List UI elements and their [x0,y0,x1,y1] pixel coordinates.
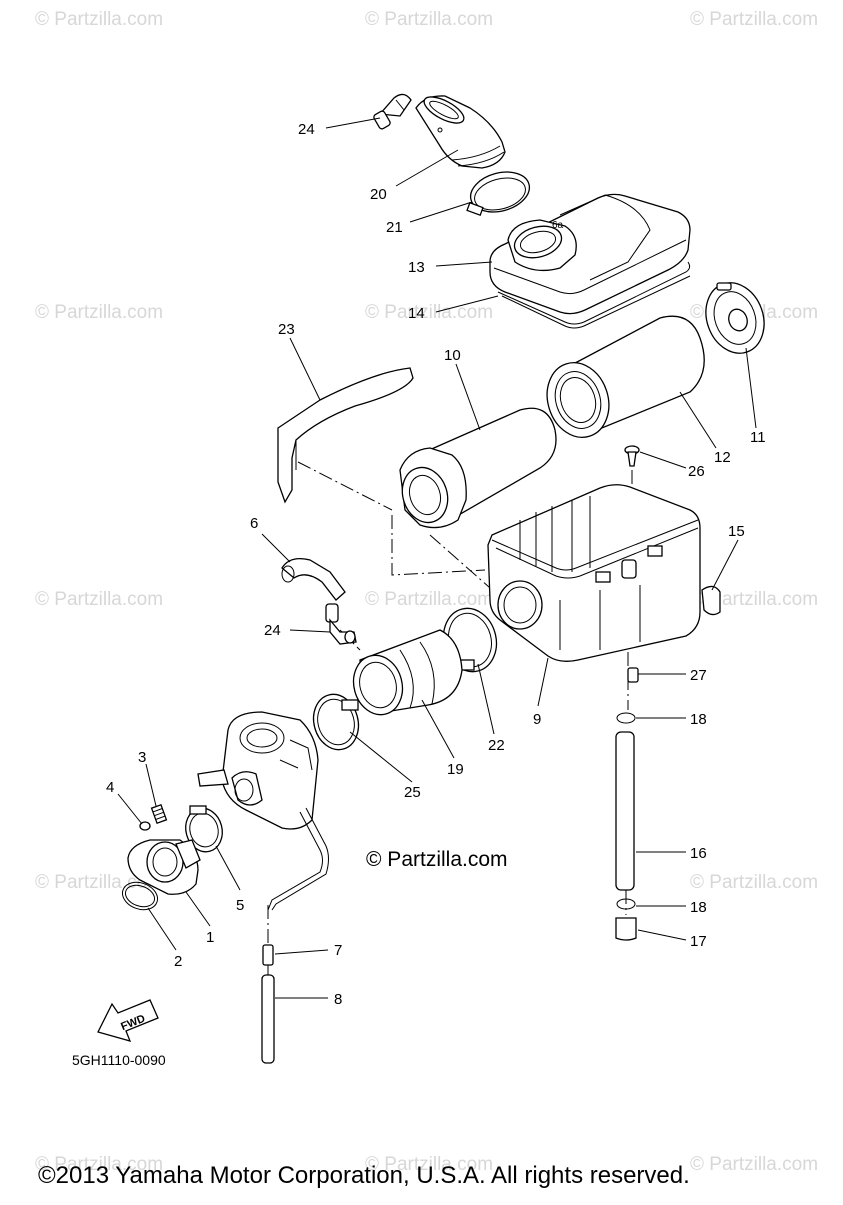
watermark-text: © Partzilla.com [365,302,493,323]
part-24-elbow-upper [373,93,412,130]
watermark-text: © Partzilla.com [35,872,163,893]
part-18-clip-lower [616,898,636,910]
part-20-intake-boot [415,95,506,169]
callout-22: 22 [488,737,505,754]
callout-7: 7 [334,942,342,959]
part-12-outer-element [546,315,705,438]
callout-21: 21 [386,219,403,236]
assembly-line [429,534,499,596]
watermark-text: © Partzilla.com [35,1154,163,1175]
callout-8: 8 [334,991,342,1008]
part-4-washer [139,821,151,831]
part-15-clip [701,585,721,616]
part-9-airbox-case [487,484,701,662]
part-25-clamp [312,693,360,751]
watermark-text: © Partzilla.com [35,302,163,323]
callout-4: 4 [106,779,114,796]
part-23-shield [277,367,414,504]
callout-15: 15 [728,523,745,540]
part-17-cap [615,917,637,941]
callout-27: 27 [690,667,707,684]
callout-14: 14 [408,305,425,322]
callout-18-upper: 18 [690,711,707,728]
part-10-inner-element [399,407,557,529]
part-26-screw [624,445,640,467]
watermark-text: © Partzilla.com [365,9,493,30]
callout-11: 11 [750,429,766,446]
part-14-gasket [497,261,691,329]
callout-25: 25 [404,784,421,801]
callout-13: 13 [408,259,425,276]
callout-26: 26 [688,463,705,480]
part-5-clamp [185,805,223,853]
part-16-drain-hose [615,731,635,891]
callout-12: 12 [714,449,731,466]
part-13-airbox-cover: 6a [489,193,691,315]
assembly-line [297,461,393,511]
callout-labels: 24 20 21 13 14 23 10 12 11 26 6 15 24 9 … [106,121,766,1008]
callout-3: 3 [138,749,146,766]
part-2-o-ring [122,881,158,911]
leader-lines [117,117,757,999]
callout-5: 5 [236,897,244,914]
part-19-joint [352,629,463,716]
callout-1: 1 [206,929,214,946]
part-24-elbow-lower [325,603,357,645]
copyright-footer: ©2013 Yamaha Motor Corporation, U.S.A. A… [38,1162,690,1189]
watermark-text: © Partzilla.com [365,1154,493,1175]
watermark-text: © Partzilla.com [690,9,818,30]
center-watermark: © Partzilla.com [366,848,508,871]
watermark-text: © Partzilla.com [690,589,818,610]
callout-18-lower: 18 [690,899,707,916]
part-27-plug [627,667,639,683]
callout-17: 17 [690,933,707,950]
part-3-bolt [150,803,168,825]
callout-2: 2 [174,953,182,970]
callout-10: 10 [444,347,461,364]
callout-24-lower: 24 [264,622,281,639]
callout-16: 16 [690,845,707,862]
callout-6: 6 [250,515,258,532]
fwd-arrow-icon: FWD [97,999,159,1042]
assembly-line [391,515,486,576]
watermark-text: © Partzilla.com [35,589,163,610]
carburetor [197,711,329,911]
callout-23: 23 [278,321,295,338]
watermarks: © Partzilla.com © Partzilla.com © Partzi… [35,9,818,1175]
part-11-cap [705,282,765,354]
part-1-carburetor-joint [127,839,201,895]
part-7-fitting [262,944,274,966]
callout-19: 19 [447,761,464,778]
part-6-hose [281,557,346,601]
callout-24-upper: 24 [298,121,315,138]
watermark-text: © Partzilla.com [35,9,163,30]
watermark-text: © Partzilla.com [690,1154,818,1175]
watermark-text: © Partzilla.com [690,872,818,893]
part-8-hose [261,974,275,1064]
watermark-text: © Partzilla.com [365,589,493,610]
part-21-clamp-upper [466,171,531,216]
callout-20: 20 [370,186,387,203]
diagram-code: 5GH1110-0090 [72,1052,166,1068]
cap-mark: 6a [552,220,564,231]
part-18-clip-upper [616,712,636,724]
callout-9: 9 [533,711,541,728]
